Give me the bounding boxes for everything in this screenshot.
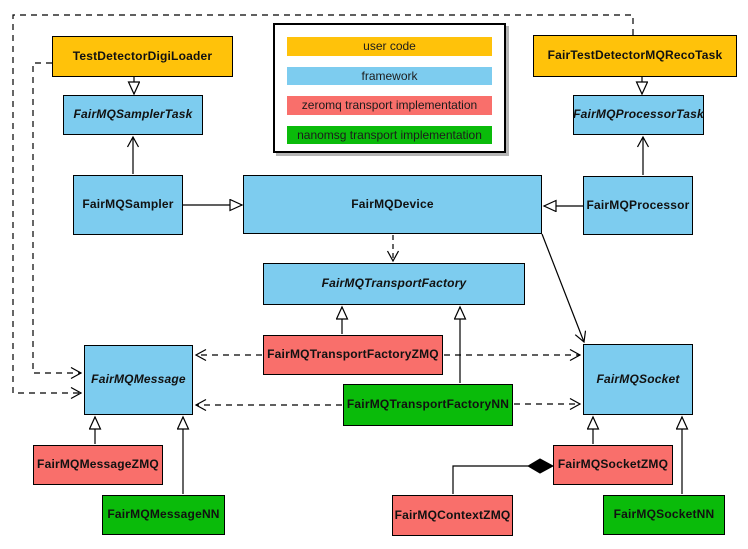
node-fairmq-message-zmq: FairMQMessageZMQ	[33, 445, 163, 485]
node-fairmq-processor: FairMQProcessor	[583, 176, 693, 235]
edge-assoc-device-socket	[541, 233, 584, 342]
node-fairmq-transport-factory-nn: FairMQTransportFactoryNN	[343, 384, 513, 426]
node-fairmq-message-nn: FairMQMessageNN	[102, 495, 225, 535]
node-fairmq-sampler-task: FairMQSamplerTask	[63, 95, 203, 135]
node-test-detector-digi-loader: TestDetectorDigiLoader	[52, 36, 233, 77]
edge-dep-digiloader-message	[32, 62, 81, 373]
legend-item-framework: framework	[287, 66, 492, 85]
node-fair-test-detector-mq-reco-task: FairTestDetectorMQRecoTask	[533, 35, 737, 77]
legend-item-user-code: user code	[287, 37, 492, 56]
node-fairmq-sampler: FairMQSampler	[73, 175, 183, 235]
legend: user code framework zeromq transport imp…	[273, 23, 506, 153]
node-fairmq-socket-nn: FairMQSocketNN	[603, 495, 725, 535]
legend-item-nanomsg: nanomsg transport implementation	[287, 125, 492, 144]
node-fairmq-processor-task: FairMQProcessorTask	[573, 95, 704, 135]
node-fairmq-transport-factory-zmq: FairMQTransportFactoryZMQ	[263, 335, 443, 375]
edge-comp-contextzmq-socketzmq	[452, 465, 528, 494]
node-fairmq-context-zmq: FairMQContextZMQ	[392, 495, 513, 536]
node-fairmq-socket: FairMQSocket	[583, 344, 693, 415]
legend-item-zeromq: zeromq transport implementation	[287, 96, 492, 115]
edge-dep-recotask-message	[12, 14, 634, 393]
node-fairmq-message: FairMQMessage	[84, 345, 193, 415]
composition-diamond	[527, 458, 555, 474]
node-fairmq-transport-factory: FairMQTransportFactory	[263, 263, 525, 305]
node-fairmq-device: FairMQDevice	[243, 175, 542, 234]
node-fairmq-socket-zmq: FairMQSocketZMQ	[553, 445, 673, 485]
